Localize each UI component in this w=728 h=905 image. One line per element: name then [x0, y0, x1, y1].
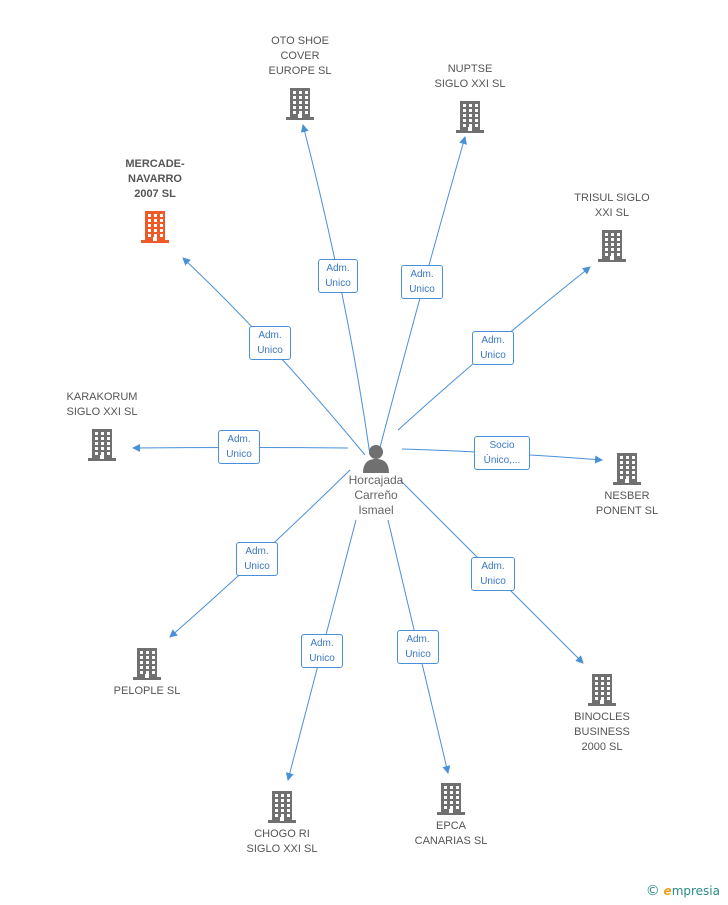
company-node-nuptse[interactable]: NUPTSE SIGLO XXI SL	[420, 62, 520, 133]
brand-logo[interactable]: © empresia	[646, 883, 720, 899]
person-label-line: Horcajada	[348, 473, 404, 487]
company-label-line: BINOCLES	[574, 711, 630, 723]
company-label: OTO SHOE COVER EUROPE SL	[250, 34, 350, 79]
relation-label-nuptse[interactable]: Adm. Unico	[401, 265, 443, 299]
relation-label-line: Adm.	[310, 638, 334, 649]
company-node-nesber[interactable]: NESBER PONENT SL	[577, 451, 677, 519]
relation-label-chogo[interactable]: Adm. Unico	[301, 634, 343, 668]
relation-label-line: Unico	[309, 653, 335, 664]
building-icon	[141, 211, 169, 243]
company-label-line: CANARIAS SL	[414, 835, 488, 847]
building-icon	[88, 429, 116, 461]
company-label: BINOCLES BUSINESS 2000 SL	[552, 710, 652, 755]
company-label-line: 2007 SL	[134, 188, 176, 200]
company-label-line: XXI SL	[594, 207, 630, 219]
company-label: NESBER PONENT SL	[577, 489, 677, 519]
relation-label-pelople[interactable]: Adm. Unico	[236, 542, 278, 576]
company-label-line: COVER	[280, 50, 320, 62]
company-node-trisul[interactable]: TRISUL SIGLO XXI SL	[562, 191, 662, 262]
relation-label-line: Adm.	[326, 263, 350, 274]
relation-label-line: Adm.	[406, 634, 430, 645]
company-label: PELOPLE SL	[97, 684, 197, 699]
company-label-line: PELOPLE SL	[113, 685, 181, 697]
company-node-karakorum[interactable]: KARAKORUM SIGLO XXI SL	[52, 390, 152, 461]
company-label-line: EUROPE SL	[268, 65, 332, 77]
relation-label-line: Unico	[226, 449, 252, 460]
person-label-line: Ismael	[358, 503, 394, 517]
company-label: NUPTSE SIGLO XXI SL	[420, 62, 520, 92]
person-node[interactable]: Horcajada Carreño Ismael	[336, 443, 416, 518]
company-label-line: SIGLO XXI SL	[434, 78, 506, 90]
relation-label-line: Único,...	[483, 455, 521, 466]
company-node-chogo[interactable]: CHOGO RI SIGLO XXI SL	[232, 789, 332, 857]
company-node-pelople[interactable]: PELOPLE SL	[97, 646, 197, 699]
company-label-line: OTO SHOE	[271, 35, 329, 47]
company-node-epca[interactable]: EPCA CANARIAS SL	[401, 781, 501, 849]
brand-name: mpresia	[671, 884, 720, 898]
relation-label-line: Socio	[489, 440, 515, 451]
company-node-binocles[interactable]: BINOCLES BUSINESS 2000 SL	[552, 672, 652, 755]
building-icon	[598, 230, 626, 262]
relation-label-mercade[interactable]: Adm. Unico	[249, 326, 291, 360]
building-icon	[133, 648, 161, 680]
company-label-line: EPCA	[436, 820, 466, 832]
company-label: TRISUL SIGLO XXI SL	[562, 191, 662, 221]
relation-label-line: Unico	[480, 350, 506, 361]
relation-label-line: Adm.	[245, 546, 269, 557]
relation-label-binocles[interactable]: Adm. Unico	[471, 557, 515, 591]
relation-label-line: Unico	[405, 649, 431, 660]
edge-oto	[300, 124, 371, 456]
relation-label-epca[interactable]: Adm. Unico	[397, 630, 439, 664]
relation-label-line: Unico	[257, 345, 283, 356]
building-icon	[437, 783, 465, 815]
relation-label-line: Unico	[409, 284, 435, 295]
company-node-oto[interactable]: OTO SHOE COVER EUROPE SL	[250, 34, 350, 120]
person-label-line: Carreño	[354, 488, 398, 502]
relation-label-line: Adm.	[258, 330, 282, 341]
relation-label-trisul[interactable]: Adm. Unico	[472, 331, 514, 365]
company-label-line: PONENT SL	[595, 505, 659, 517]
relation-label-line: Adm.	[481, 335, 505, 346]
company-label-line: 2000 SL	[581, 741, 623, 753]
relation-label-line: Unico	[480, 576, 506, 587]
company-label-line: BUSINESS	[574, 726, 630, 738]
relation-label-line: Adm.	[481, 561, 505, 572]
building-icon	[286, 88, 314, 120]
company-label: CHOGO RI SIGLO XXI SL	[232, 827, 332, 857]
relation-label-line: Adm.	[410, 269, 434, 280]
company-label: MERCADE- NAVARRO 2007 SL	[110, 157, 200, 202]
relation-label-line: Adm.	[227, 434, 251, 445]
company-label-line: NUPTSE	[447, 63, 493, 75]
company-node-mercade[interactable]: MERCADE- NAVARRO 2007 SL	[110, 157, 200, 243]
company-label: EPCA CANARIAS SL	[401, 819, 501, 849]
building-icon	[613, 453, 641, 485]
brand-initial: e	[663, 884, 672, 898]
building-icon	[456, 101, 484, 133]
relation-label-line: Unico	[244, 561, 270, 572]
company-label: KARAKORUM SIGLO XXI SL	[52, 390, 152, 420]
company-label-line: NESBER	[604, 490, 650, 502]
building-icon	[268, 791, 296, 823]
relation-label-oto[interactable]: Adm. Unico	[318, 259, 358, 293]
company-label-line: SIGLO XXI SL	[246, 843, 318, 855]
relation-label-karakorum[interactable]: Adm. Unico	[218, 430, 260, 464]
relation-label-line: Unico	[325, 278, 351, 289]
company-label-line: MERCADE-	[125, 158, 185, 170]
company-label-line: SIGLO XXI SL	[66, 406, 138, 418]
company-label-line: CHOGO RI	[254, 828, 310, 840]
building-icon	[588, 674, 616, 706]
company-label-line: KARAKORUM	[66, 391, 138, 403]
copyright-symbol: ©	[645, 883, 660, 899]
company-label-line: NAVARRO	[128, 173, 182, 185]
company-label-line: TRISUL SIGLO	[574, 192, 650, 204]
person-icon	[363, 445, 389, 473]
